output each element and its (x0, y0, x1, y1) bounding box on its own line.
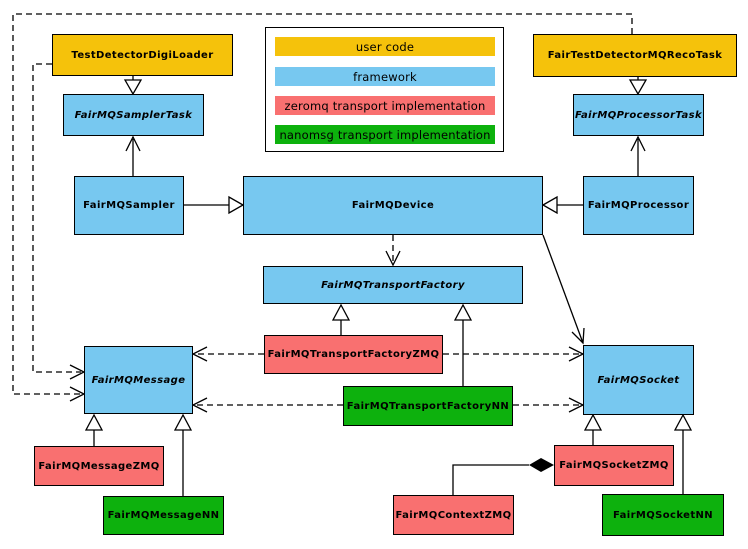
inheritance-triangles (84, 79, 693, 431)
class-testdetectordigiloader: TestDetectorDigiLoader (52, 34, 233, 76)
edge-dep-digiloader-message (32, 63, 81, 373)
class-fairmqsamplertask: FairMQSamplerTask (63, 94, 204, 136)
class-fairmqtransportfactoryzmq: FairMQTransportFactoryZMQ (264, 335, 443, 374)
arrowhead-into-samplertask (125, 135, 141, 152)
solid-edges (93, 76, 684, 496)
class-fairmqtransportfactorynn: FairMQTransportFactoryNN (343, 386, 513, 426)
arrowhead-zmq-into-message (191, 346, 208, 362)
arrowhead-nn-into-message (191, 397, 208, 413)
legend-item-user-code: user code (275, 37, 495, 56)
legend-item-zeromq: zeromq transport implementation (275, 96, 495, 115)
triangle-at-factory-nn (453, 303, 473, 321)
dependency-edges (12, 13, 633, 406)
composition-diamond (529, 458, 554, 472)
legend-item-nanomsg: nanomsg transport implementation (275, 125, 495, 144)
triangle-at-device-left (228, 195, 245, 215)
arrowhead-into-transportfactory (385, 250, 401, 267)
legend-item-framework: framework (275, 67, 495, 86)
class-fairmqprocessortask: FairMQProcessorTask (573, 94, 704, 136)
class-fairmqsocket: FairMQSocket (583, 345, 694, 415)
class-fairtestdetectormqrecotask: FairTestDetectorMQRecoTask (533, 34, 737, 77)
edge-assoc-device-socket (542, 234, 584, 344)
class-fairmqsampler: FairMQSampler (74, 176, 184, 235)
class-fairmqtransportfactory: FairMQTransportFactory (263, 266, 523, 304)
edge-comp-contextzmq-socketzmq (452, 464, 529, 495)
class-fairmqsocketzmq: FairMQSocketZMQ (554, 445, 674, 486)
triangle-at-samplertask (123, 79, 143, 96)
triangle-at-device-right (541, 195, 558, 215)
arrowhead-device-into-socket (571, 327, 585, 345)
class-fairmqdevice: FairMQDevice (243, 176, 543, 235)
class-fairmqcontextzmq: FairMQContextZMQ (393, 495, 514, 535)
class-fairmqprocessor: FairMQProcessor (583, 176, 694, 235)
triangle-at-message-zmq (84, 413, 104, 431)
triangle-at-message-nn (173, 413, 193, 431)
triangle-at-socket-nn (673, 413, 693, 431)
class-fairmqmessagenn: FairMQMessageNN (103, 496, 224, 535)
edge-dep-recotask-message (12, 13, 633, 395)
triangle-at-processortask (628, 79, 648, 96)
legend: user code framework zeromq transport imp… (265, 27, 504, 152)
arrowhead-into-processortask (630, 135, 646, 152)
triangle-at-factory-zmq (331, 303, 351, 321)
class-fairmqmessage: FairMQMessage (84, 346, 193, 414)
class-fairmqsocketnn: FairMQSocketNN (602, 494, 724, 536)
triangle-at-socket-zmq (583, 413, 603, 431)
class-fairmqmessagezmq: FairMQMessageZMQ (34, 446, 164, 486)
